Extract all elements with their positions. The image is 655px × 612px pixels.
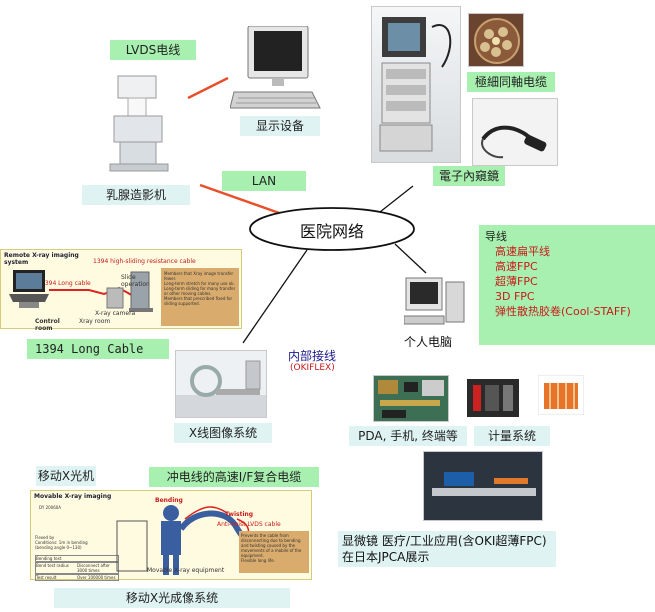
remote-note: Members that prescribed fixed for slidin… — [164, 296, 233, 306]
movable-twisting: Twisting — [225, 511, 254, 518]
movable-test-table: Bending test Bend test radius Disconnect … — [35, 555, 119, 581]
mobile-system-label: 移动X光成像系统 — [54, 588, 290, 608]
pcb-board-image — [373, 375, 449, 422]
movable-xray-diagram: Movable X-ray imaging DY 20060A Flexed b… — [30, 490, 312, 581]
mammography-machine-image — [100, 62, 178, 177]
remote-room2: Xray room — [79, 318, 111, 325]
endoscope-probe-image — [472, 98, 558, 166]
lvds-cable-line — [187, 76, 229, 100]
hospital-network-label: 医院网络 — [299, 222, 364, 241]
internal-wiring-sub: (OKIFLEX) — [290, 363, 335, 373]
remote-note: Long-term sliding for many transfer or o… — [164, 286, 236, 296]
table-cell: Test result — [36, 575, 57, 580]
wire-item: 超薄FPC — [495, 275, 538, 288]
movable-left-note: Conditions: 1m in bending — [35, 540, 88, 545]
link-pc — [394, 243, 427, 274]
endoscope-label: 電子內窺鏡 — [433, 166, 505, 186]
movable-left-note: (bending angle 0~130) — [35, 545, 82, 550]
long-cable-label: 1394 Long Cable — [27, 339, 169, 359]
remote-xray-diagram: Remote X-ray imaging system 1394 high-sl… — [0, 249, 242, 332]
xray-camera-icon — [106, 271, 153, 312]
table-cell: Bend test radius — [36, 563, 69, 568]
wires-info-box: 导线 高速扁平线 高速FPC 超薄FPC 3D FPC 弹性散热胶卷(Cool-… — [479, 225, 655, 345]
table-cell: Over 100000 times — [77, 575, 116, 580]
hospital-network-node — [249, 207, 415, 251]
movable-subtitle: DY 20060A — [39, 505, 62, 510]
display-device-label: 显示设备 — [240, 116, 320, 136]
lvds-cable-label: LVDS电线 — [110, 40, 196, 60]
remote-note: Members that Xray image transfer fewer. — [164, 271, 234, 281]
internal-wiring-label: 内部接线 — [288, 349, 337, 363]
remote-xray-cable1: 1394 high-sliding resistance cable — [93, 258, 196, 265]
endoscope-cart-image — [371, 6, 461, 163]
wire-item: 高速FPC — [495, 260, 538, 273]
personal-computer-image — [404, 277, 465, 325]
lan-label: LAN — [222, 171, 306, 191]
micro-coax-cable-image — [468, 13, 524, 67]
remote-xray-cable2: 1394 Long cable — [41, 280, 91, 287]
lan-cable-line — [199, 183, 283, 216]
micro-coax-label: 極細同軸电缆 — [467, 72, 555, 92]
movable-note: Flexible long life. — [241, 558, 275, 563]
remote-xray-notes: Members that Xray image transfer fewer. … — [161, 268, 239, 326]
link-endoscope — [379, 185, 414, 213]
movable-bending: Bending — [155, 497, 183, 504]
movable-note: Prevents the cable from disconnecting du… — [241, 533, 302, 558]
remote-xray-title: Remote X-ray imaging system — [4, 252, 79, 266]
movable-left-notes: Flexed by Conditions: 1m in bending (ben… — [35, 535, 95, 550]
microscope-fpc-image — [423, 451, 543, 521]
control-laptop-icon — [9, 270, 49, 308]
mammography-label: 乳腺造影机 — [82, 185, 190, 205]
remote-equip2: X-ray camera — [95, 310, 136, 317]
wire-item: 弹性散热胶卷(Cool-STAFF) — [495, 305, 631, 318]
wires-title: 导线 — [485, 230, 507, 243]
microscope-label: 显微镜 医疗/工业应用(含OKI超薄FPC)在日本JPCA展示 — [338, 531, 556, 567]
display-device-image — [230, 26, 321, 109]
movable-equipment: Movable X-ray equipment — [147, 567, 225, 574]
charge-cable-label: 冲电线的高速I/F复合电缆 — [149, 467, 319, 487]
table-cell: Disconnect after 3000 times — [77, 563, 110, 573]
wire-item: 3D FPC — [495, 290, 535, 303]
xray-room-image — [175, 350, 267, 418]
remote-room1: Control room — [35, 318, 60, 332]
remote-equip1: Slide operation — [121, 274, 150, 288]
movable-title: Movable X-ray imaging — [34, 493, 112, 500]
link-xray — [242, 249, 308, 344]
table-cell — [77, 556, 118, 561]
remote-note: Long-term stretch for many use ok. — [164, 281, 235, 286]
fpc-image — [538, 375, 584, 415]
pda-label: PDA, 手机, 终端等 — [349, 426, 467, 446]
movable-cable: Anti-twist LVDS cable — [217, 521, 281, 528]
mobile-xray-label: 移动X光机 — [36, 466, 96, 486]
pc-label: 个人电脑 — [404, 335, 453, 349]
measurement-device-image — [467, 379, 519, 417]
movable-notes: Prevents the cable from disconnecting du… — [239, 531, 309, 573]
wires-list: 高速扁平线 高速FPC 超薄FPC 3D FPC 弹性散热胶卷(Cool-STA… — [485, 244, 649, 319]
wire-item: 高速扁平线 — [495, 245, 550, 258]
movable-left-note: Flexed by — [35, 535, 55, 540]
measurement-label: 计量系统 — [474, 426, 550, 446]
table-cell: Bending test — [36, 556, 62, 561]
remote-cable-path — [49, 286, 138, 299]
xray-image-system-label: X线图像系统 — [174, 423, 272, 443]
